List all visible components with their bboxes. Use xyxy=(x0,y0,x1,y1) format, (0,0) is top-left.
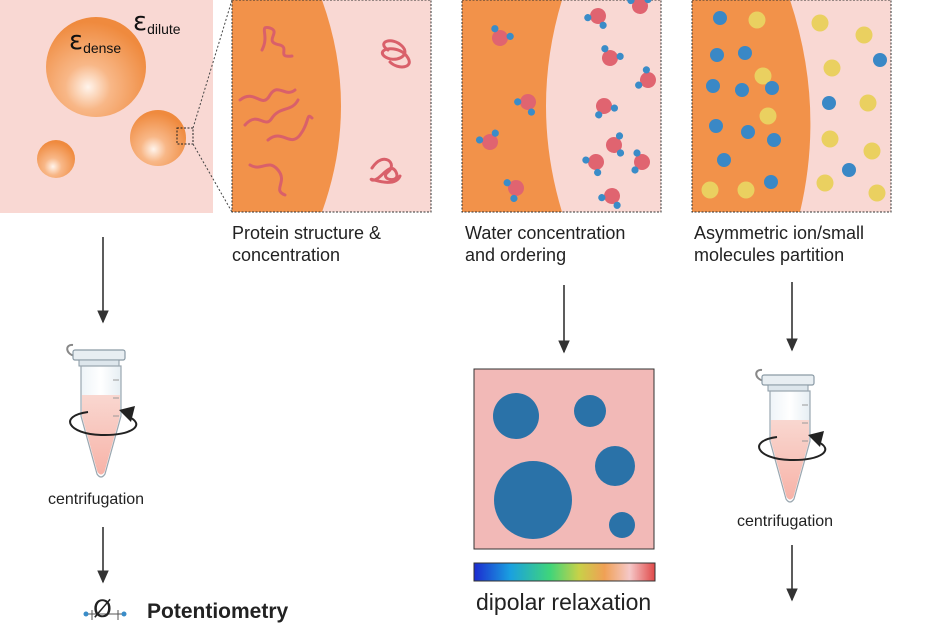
medium-droplet xyxy=(130,110,186,166)
water-molecule xyxy=(595,98,619,119)
zoom-line-bottom xyxy=(192,143,233,213)
ion-yellow xyxy=(759,107,777,125)
protein-chains xyxy=(238,25,411,197)
protein-caption: Protein structure &concentration xyxy=(232,223,382,265)
ion-yellow xyxy=(754,67,772,85)
water-molecule xyxy=(601,45,624,66)
water-molecule xyxy=(635,66,656,89)
ion-blue xyxy=(709,119,723,133)
epsilon-dense-label: εdense xyxy=(69,26,122,56)
dense-phase xyxy=(692,0,811,212)
ion-yellow xyxy=(821,130,839,148)
color-scale-bar xyxy=(473,562,656,582)
water-molecules xyxy=(475,0,656,209)
ion-yellow xyxy=(701,181,719,199)
ion-yellow xyxy=(811,14,829,32)
ion-blue xyxy=(706,79,720,93)
ion-yellow xyxy=(868,184,886,202)
potentiometry-symbol: Ø xyxy=(93,595,112,623)
water-molecule xyxy=(627,0,652,14)
dipolar-relaxation-panel xyxy=(473,368,656,582)
zoom-box xyxy=(176,127,194,145)
water-molecule xyxy=(475,129,499,150)
ion-blue xyxy=(710,48,724,62)
ion-blue xyxy=(767,133,781,147)
epsilon-dilute-label: εdilute xyxy=(133,7,181,37)
protein-panel xyxy=(231,0,432,213)
ion-yellow xyxy=(748,11,766,29)
centrifuge-tube-left-icon xyxy=(66,343,138,478)
ion-blue xyxy=(764,175,778,189)
ion-blue xyxy=(738,46,752,60)
centrifugation-left-label: centrifugation xyxy=(48,491,145,508)
dense-phase xyxy=(462,0,562,212)
ion-blue xyxy=(713,11,727,25)
water-molecule xyxy=(582,154,604,177)
potentiometry-icon xyxy=(83,610,127,620)
dipolar-relaxation-label: dipolar relaxation xyxy=(476,589,652,615)
water-panel xyxy=(461,0,662,213)
centrifugation-right-label: centrifugation xyxy=(737,513,834,530)
ion-blue xyxy=(765,81,779,95)
ion-blue xyxy=(735,83,749,97)
water-molecule xyxy=(503,179,524,203)
ion-yellow xyxy=(855,26,873,44)
ion-blue xyxy=(822,96,836,110)
ion-blue xyxy=(717,153,731,167)
water-molecule xyxy=(514,94,536,116)
dense-phase xyxy=(232,0,341,212)
ion-yellow xyxy=(859,94,877,112)
ion-yellow xyxy=(737,181,755,199)
overview-panel xyxy=(0,0,213,213)
ion-blue xyxy=(741,125,755,139)
ion-yellow xyxy=(823,59,841,77)
water-molecule xyxy=(598,188,621,209)
ion-yellow xyxy=(816,174,834,192)
potentiometry-label: Potentiometry xyxy=(147,600,289,623)
water-molecule xyxy=(631,149,650,174)
water-molecule xyxy=(491,25,514,46)
ion-yellow xyxy=(863,142,881,160)
ion-panel xyxy=(691,0,892,213)
ion-blue xyxy=(873,53,887,67)
water-molecule xyxy=(606,132,625,157)
ions xyxy=(701,11,887,202)
centrifuge-tube-right-icon xyxy=(755,368,827,503)
water-molecule xyxy=(584,8,607,29)
large-droplet xyxy=(46,17,146,117)
small-droplet xyxy=(37,140,75,178)
ion-blue xyxy=(842,163,856,177)
